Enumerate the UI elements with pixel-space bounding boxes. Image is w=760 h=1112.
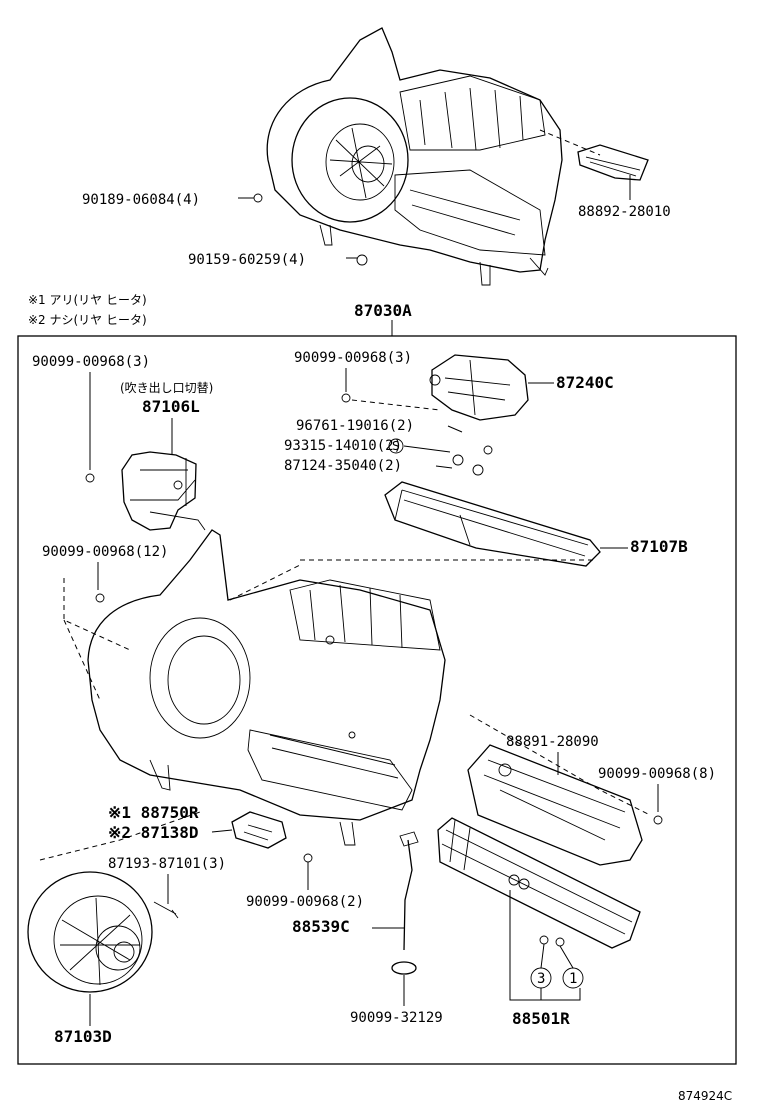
label-87103D: 87103D (54, 1027, 112, 1046)
s-mark-text: S (392, 439, 400, 453)
screw-90099-12 (95, 593, 105, 603)
leader-88750R (211, 829, 233, 833)
label-87106L: 87106L (142, 397, 200, 416)
note-2-rear-heater-without: ※2 ナシ(リヤ ヒータ) (28, 313, 147, 327)
label-88891-28090: 88891-28090 (506, 734, 599, 750)
hose-end-drawing (399, 831, 419, 847)
circle-3-label: 3 (537, 971, 545, 987)
leader-96761 (447, 425, 463, 433)
leader-87124 (435, 465, 453, 469)
grommet-90099-32129 (391, 961, 417, 975)
screw-90099-b (341, 393, 351, 403)
label-88892-28010: 88892-28010 (578, 204, 671, 220)
circle-1-label: 1 (569, 971, 577, 987)
label-93315-14010: 93315-14010(2) (284, 438, 402, 454)
screw-90099-a (85, 473, 95, 483)
screw-90099-8 (653, 815, 663, 825)
label-87240C: 87240C (556, 373, 614, 392)
label-90099-00968-3b: 90099-00968(3) (294, 350, 412, 366)
label-90099-32129: 90099-32129 (350, 1010, 443, 1026)
dash-88891 (469, 714, 651, 816)
evaporator-87107B-drawing (384, 481, 601, 567)
note-1-rear-heater-with: ※1 アリ(リヤ ヒータ) (28, 293, 147, 307)
label-90099-00968-2: 90099-00968(2) (246, 894, 364, 910)
main-housing-drawing (87, 529, 446, 846)
label-90099-00968-3a: 90099-00968(3) (32, 354, 150, 370)
label-88501R: 88501R (512, 1009, 570, 1028)
leader-93315 (403, 445, 451, 453)
small-fittings-drawing (452, 445, 493, 476)
top-leader-lines (238, 129, 631, 259)
dash-90099-12 (63, 578, 131, 701)
label-96761-19016: 96761-19016(2) (296, 418, 414, 434)
label-90099-00968-8: 90099-00968(8) (598, 766, 716, 782)
case-88891-drawing (467, 744, 643, 866)
note-87106L-vent-switch: (吹き出し口切替) (120, 381, 213, 395)
heater-core-88501R-drawing (437, 817, 641, 949)
label-88750R: ※1 88750R (108, 803, 199, 822)
diagram-code: 874924C (678, 1089, 732, 1103)
dash-housing (229, 564, 301, 601)
label-87193-87101: 87193-87101(3) (108, 856, 226, 872)
dash-90099-b (351, 399, 441, 411)
hose-88539C-drawing (403, 839, 413, 951)
label-90189-06084: 90189-06084(4) (82, 192, 200, 208)
dash-87103D (39, 811, 201, 861)
label-87124-35040: 87124-35040(2) (284, 458, 402, 474)
resistor-88750R-drawing (231, 811, 287, 849)
label-88539C: 88539C (292, 917, 350, 936)
leader-88501R (509, 890, 581, 1001)
label-87030A: 87030A (354, 301, 412, 320)
label-87138D: ※2 87138D (108, 823, 198, 842)
actuator-87106L-drawing (121, 451, 206, 531)
s-mark-symbol (388, 438, 404, 454)
assembly-frame (17, 335, 737, 1065)
label-90099-00968-12: 90099-00968(12) (42, 544, 168, 560)
label-87107B: 87107B (630, 537, 688, 556)
top-blower-unit-drawing (253, 27, 649, 286)
screw-90099-2 (303, 853, 313, 863)
label-90159-60259: 90159-60259(4) (188, 252, 306, 268)
screw-87193 (153, 901, 179, 919)
servo-87240C-drawing (429, 354, 529, 421)
blower-motor-87103D-drawing (27, 871, 153, 993)
